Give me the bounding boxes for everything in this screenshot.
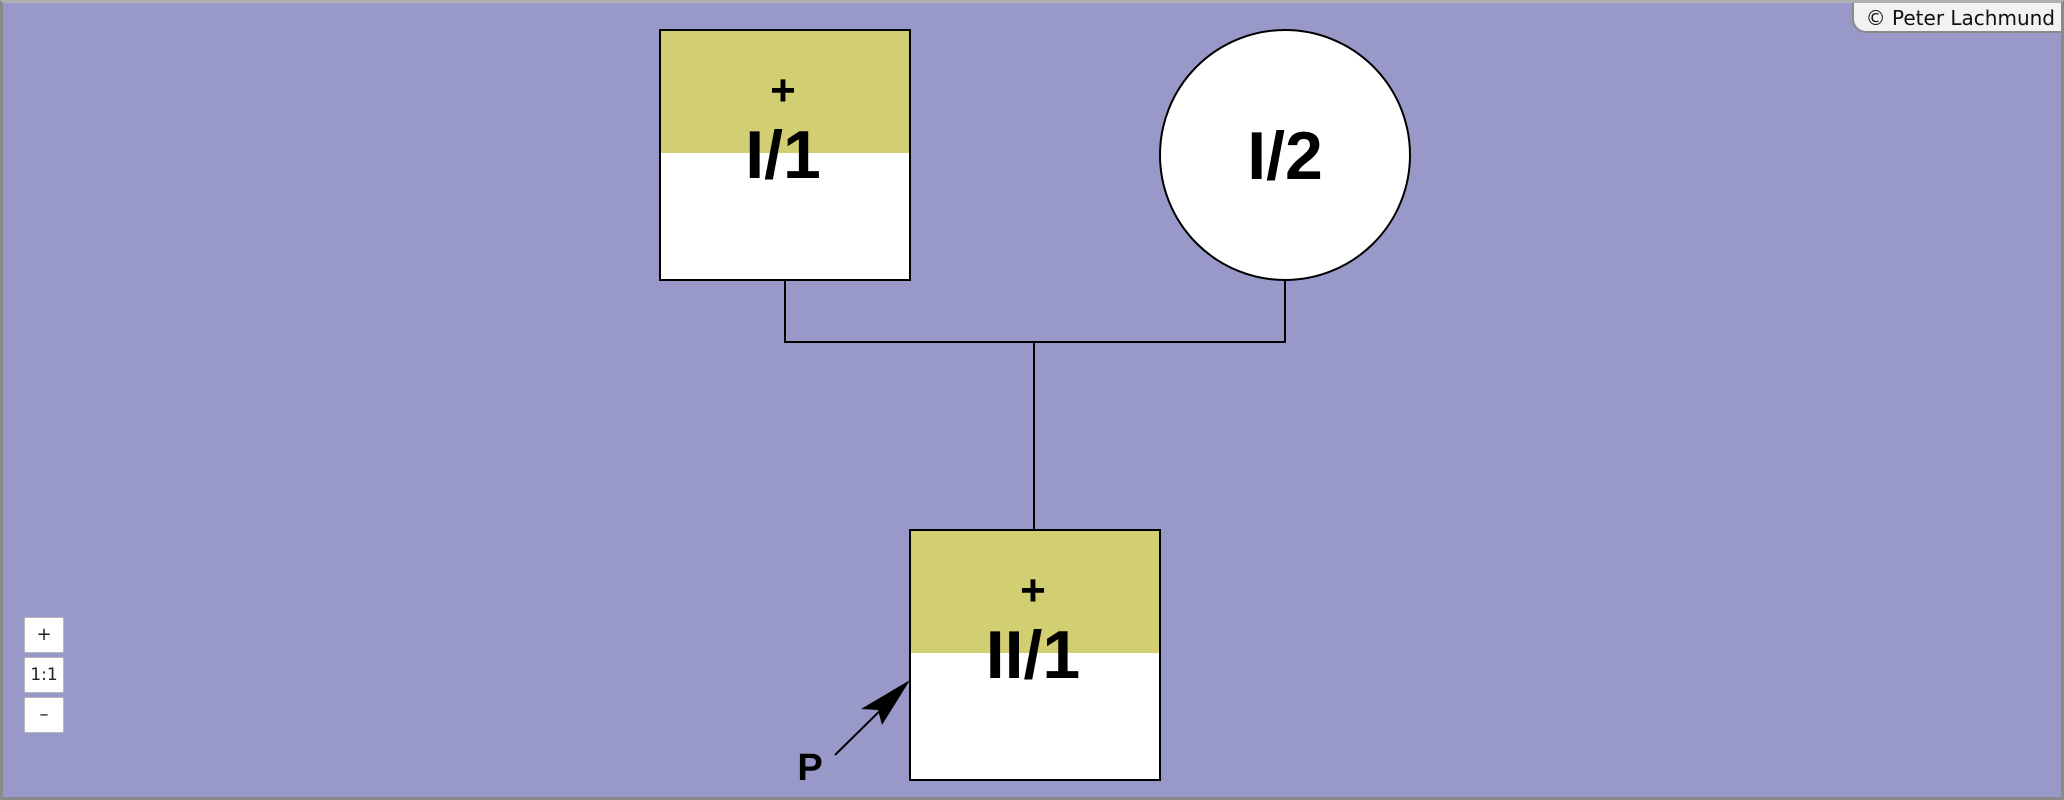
ii1-label: II/1 xyxy=(986,617,1081,693)
i2-label: I/2 xyxy=(1247,118,1323,194)
i1-affected-fill xyxy=(660,30,910,153)
ii1-affected-marker: + xyxy=(1020,566,1046,615)
i1-label: I/1 xyxy=(745,117,821,193)
proband-arrowhead xyxy=(861,680,910,725)
proband-indicator: P xyxy=(797,680,910,789)
individual-i1[interactable]: + I/1 xyxy=(659,29,911,281)
i1-affected-marker: + xyxy=(770,66,796,115)
ii1-affected-fill xyxy=(910,530,1160,653)
proband-label: P xyxy=(797,747,822,789)
i1-square-outline xyxy=(659,29,911,281)
individual-i2[interactable]: I/2 xyxy=(1159,29,1411,281)
ii1-square-outline xyxy=(909,529,1161,781)
individual-ii1[interactable]: + II/1 xyxy=(909,529,1161,781)
relationship-lines xyxy=(784,280,1286,530)
pedigree-diagram: + I/1 I/2 + II/1 P xyxy=(659,29,1411,789)
copyright-label: © Peter Lachmund xyxy=(1851,3,2061,33)
zoom-reset-button[interactable]: 1:1 xyxy=(24,657,64,693)
i2-circle xyxy=(1159,29,1411,281)
zoom-out-button[interactable]: – xyxy=(24,697,64,733)
zoom-in-button[interactable]: + xyxy=(24,617,64,653)
